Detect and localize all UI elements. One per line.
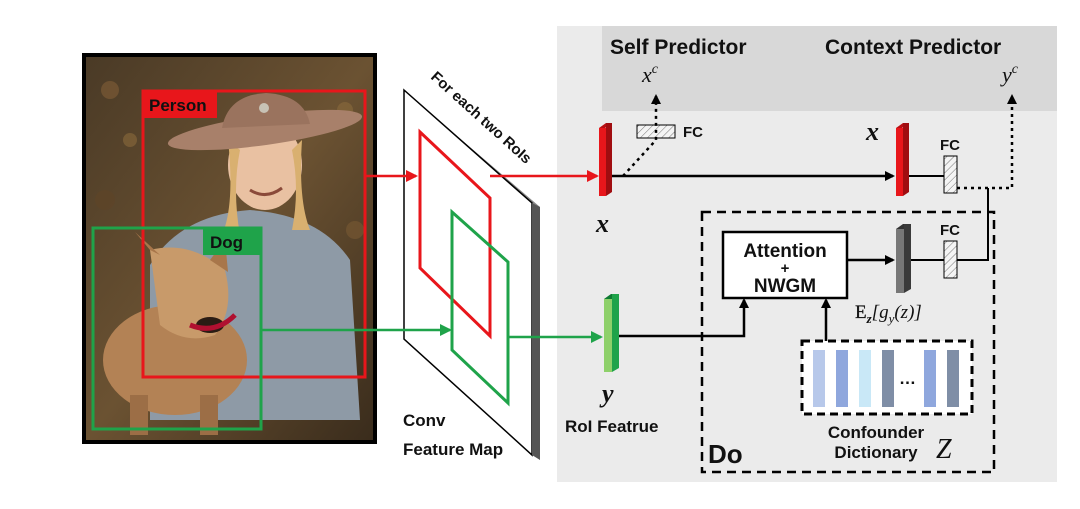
dictionary-entry [947, 350, 959, 407]
person-roi-box [418, 128, 492, 340]
conv-label-line1: Conv [403, 411, 446, 430]
expectation-feature-bar [896, 224, 911, 293]
context-fc-bottom-block [943, 240, 958, 279]
dictionary-entry [836, 350, 848, 407]
dictionary-entry [859, 350, 871, 407]
context-output-label: yc [1000, 62, 1019, 87]
predictor-band [602, 26, 1057, 111]
x-label: x [595, 209, 609, 238]
self-predictor-arrow [622, 94, 661, 177]
dictionary-entry [882, 350, 894, 407]
input-photo: Person Dog [82, 53, 377, 444]
attention-line3: NWGM [754, 276, 816, 297]
context-fc-top-label: FC [940, 137, 960, 154]
context-fc-bottom-label: FC [940, 222, 960, 239]
context-x-feature-bar [896, 123, 909, 196]
self-fc-label: FC [683, 124, 703, 141]
expectation-label: Ez[gy(z)] [855, 302, 922, 326]
dog-label-tag [203, 228, 261, 255]
context-fc-top-block [943, 155, 958, 194]
dog-roi-box [450, 208, 510, 407]
do-title: Do [708, 439, 743, 469]
dog-label: Dog [210, 233, 243, 252]
context-x-label: x [865, 117, 879, 146]
do-block [700, 210, 996, 474]
dictionary-symbol: Z [936, 434, 952, 465]
self-predictor-title: Self Predictor [610, 36, 747, 59]
roi-feature-label: RoI Featrue [565, 417, 659, 436]
context-predictor-title: Context Predictor [825, 36, 1001, 59]
conv-label-line2: Feature Map [403, 440, 503, 459]
self-output-label: xc [641, 62, 659, 87]
dictionary-entry [813, 350, 825, 407]
person-bounding-box [141, 89, 367, 379]
dictionary-line1: Confounder [828, 423, 925, 442]
attention-nwgm-box [721, 230, 849, 300]
y-feature-bar [604, 294, 619, 372]
dictionary-line2: Dictionary [834, 443, 918, 462]
y-to-attention-arrow [619, 298, 749, 338]
dictionary-entries [813, 350, 959, 407]
dictionary-entry [924, 350, 936, 407]
x-feature-bar [599, 123, 612, 196]
dictionary-ellipsis: … [899, 369, 916, 388]
person-label: Person [149, 96, 207, 115]
dog-bounding-box [91, 226, 263, 431]
person-label-tag [143, 91, 217, 118]
attention-line2: + [781, 260, 790, 277]
attention-line1: Attention [743, 241, 826, 262]
conv-feature-map: For each two RoIs Conv Feature Map [403, 68, 540, 460]
y-label: y [599, 379, 614, 408]
